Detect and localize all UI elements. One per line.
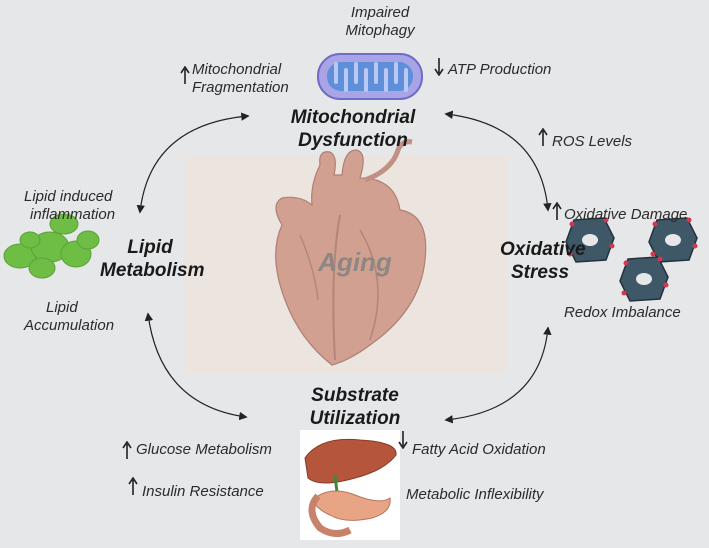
node-oxidative-stress: Oxidative Stress [500,238,586,284]
decrease-arrow-icon [398,431,408,449]
node-title-line: Stress [510,262,570,283]
label-line: Mitochondrial [192,61,282,78]
label-lipid-inflammation: Lipid induced inflammation [24,188,115,224]
node-title-line: Lipid [127,237,173,258]
arrow-mito-to-oxidative [444,110,552,212]
label-line: inflammation [30,206,116,223]
increase-arrow-icon [538,128,548,146]
label-line: Lipid [46,299,78,316]
node-title-line: Metabolism [100,260,205,281]
increase-arrow-icon [552,202,562,220]
mitochondrion-icon [317,53,423,100]
arrow-substrate-to-lipid [144,312,248,421]
label-mitochondrial-fragmentation: Mitochondrial Fragmentation [192,61,289,97]
center-label: Aging [318,247,392,277]
node-title-line: Dysfunction [298,130,408,151]
node-title-line: Utilization [309,408,401,429]
label-impaired-mitophagy: Impaired Mitophagy [330,4,430,40]
label-redox-imbalance: Redox Imbalance [564,304,681,321]
node-title-line: Mitochondrial [290,107,416,128]
label-oxidative-damage: Oxidative Damage [564,206,688,223]
label-atp-production: ATP Production [448,61,552,78]
label-lipid-accumulation: Lipid Accumulation [24,299,114,335]
label-line: Lipid induced [24,188,113,205]
heart-icon [275,139,427,366]
arrow-lipid-to-mito [136,112,250,214]
node-substrate-utilization: Substrate Utilization [290,384,420,430]
liver-pancreas-icon [300,430,400,540]
increase-arrow-icon [122,441,132,459]
label-fatty-acid-oxidation: Fatty Acid Oxidation [412,441,546,458]
label-glucose-metabolism: Glucose Metabolism [136,441,272,458]
label-line: Fragmentation [192,79,289,96]
increase-arrow-icon [128,477,138,495]
lipid-droplets-icon [3,213,100,279]
oxidative-damage-icon [565,217,698,302]
arrow-oxidative-to-substrate [444,326,552,424]
node-title-line: Substrate [311,385,399,406]
increase-arrow-icon [180,66,190,84]
label-line: Accumulation [24,317,115,334]
label-line: Mitophagy [345,22,415,39]
label-metabolic-inflexibility: Metabolic Inflexibility [406,486,544,503]
label-line: Impaired [350,4,410,21]
node-lipid-metabolism: Lipid Metabolism [100,236,205,282]
decrease-arrow-icon [434,58,444,76]
label-insulin-resistance: Insulin Resistance [142,483,264,500]
label-ros-levels: ROS Levels [552,133,633,150]
node-mitochondrial-dysfunction: Mitochondrial Dysfunction [278,106,428,152]
node-title-line: Oxidative [500,239,586,260]
